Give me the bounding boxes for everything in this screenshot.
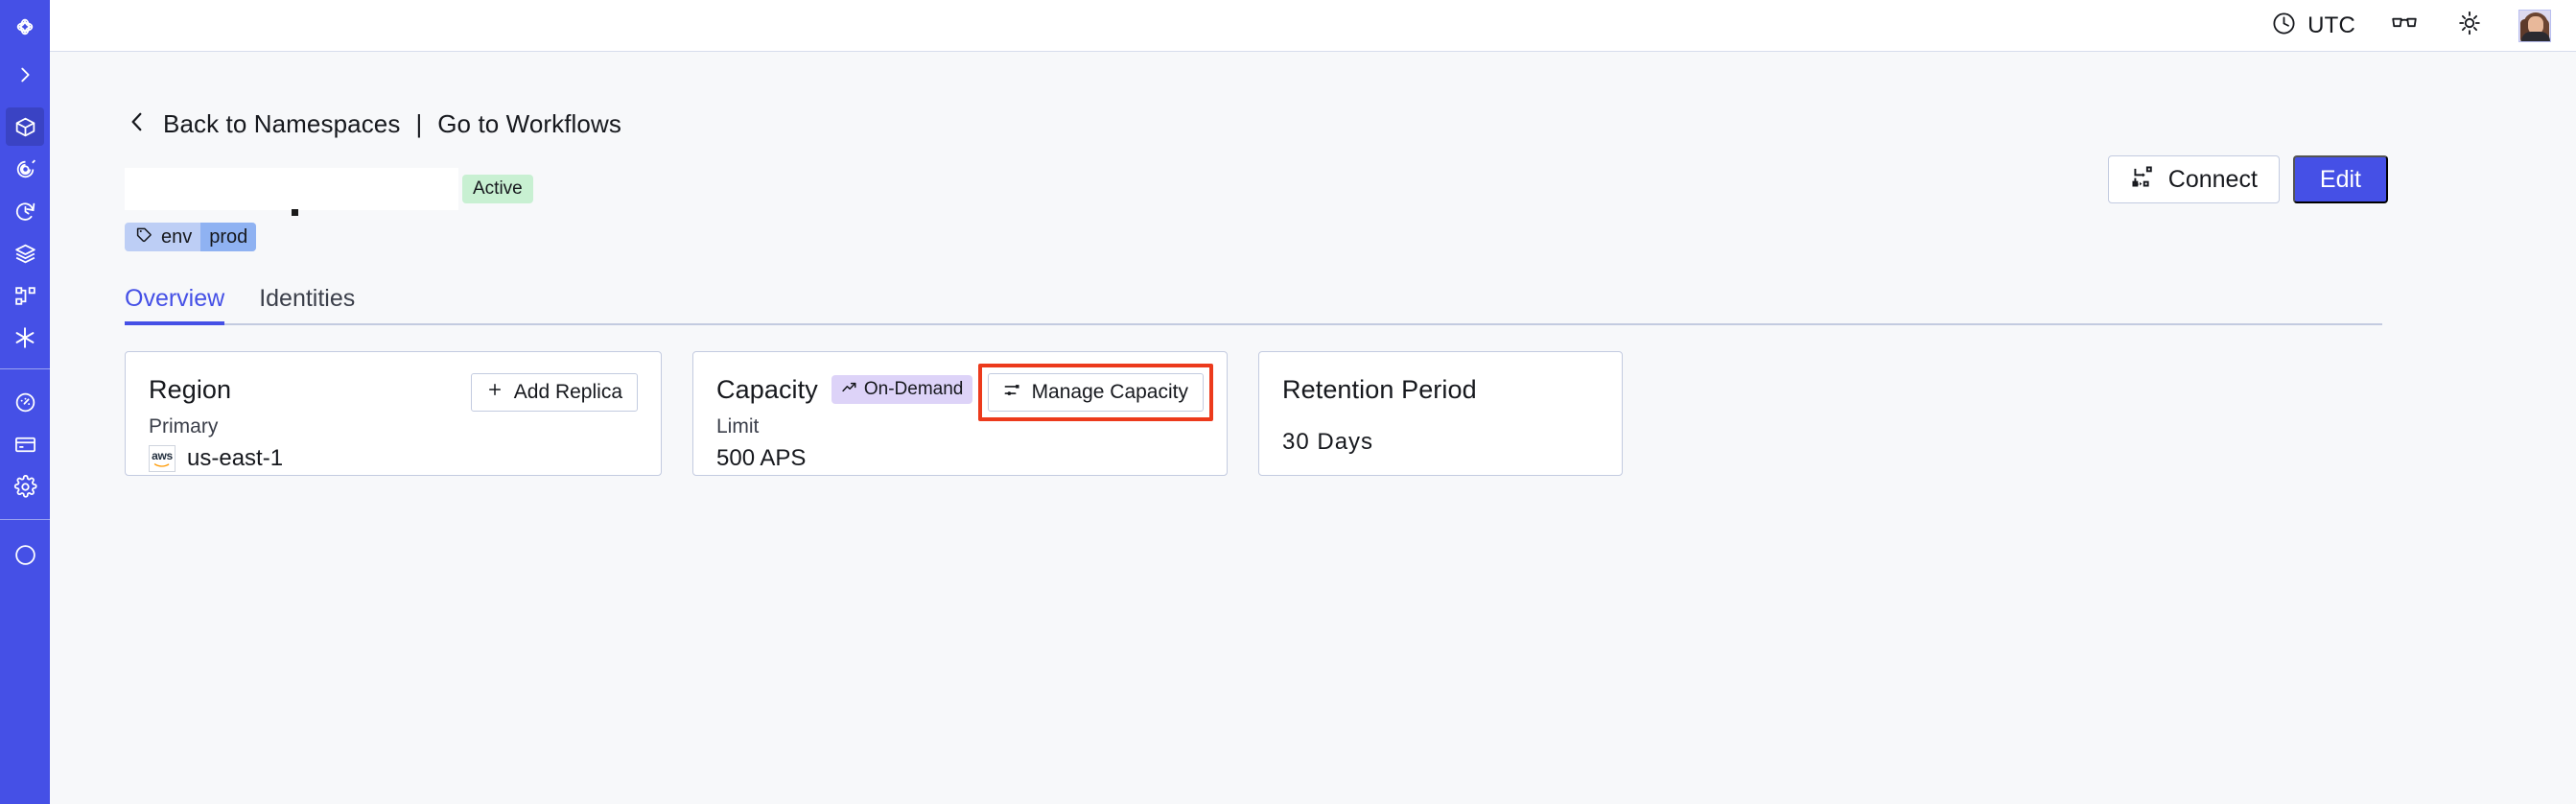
sidebar-item-workflows[interactable] bbox=[6, 276, 44, 315]
sidebar-item-schedules[interactable] bbox=[6, 192, 44, 230]
capacity-card: Capacity On-Demand bbox=[692, 351, 1228, 476]
status-badge: Active bbox=[462, 175, 533, 203]
connect-button[interactable]: Connect bbox=[2107, 155, 2280, 203]
glasses-icon-button[interactable] bbox=[2388, 10, 2421, 42]
tag-chip[interactable]: env prod bbox=[125, 223, 257, 251]
manage-capacity-label: Manage Capacity bbox=[1031, 381, 1188, 403]
tag-value-label: prod bbox=[200, 223, 257, 251]
breadcrumb-workflows-link[interactable]: Go to Workflows bbox=[437, 108, 621, 138]
timezone-label: UTC bbox=[2307, 12, 2355, 38]
retention-value: 30 Days bbox=[1282, 429, 1374, 455]
capacity-mode-badge: On-Demand bbox=[831, 375, 973, 404]
header-actions: Connect Edit bbox=[2107, 155, 2388, 203]
timezone-selector[interactable]: UTC bbox=[2271, 11, 2355, 41]
main-content: Back to Namespaces | Go to Workflows Act… bbox=[50, 52, 2576, 804]
cube-icon bbox=[13, 115, 37, 139]
breadcrumb-back-link[interactable]: Back to Namespaces bbox=[163, 108, 401, 138]
sidebar-item-expand[interactable] bbox=[6, 56, 44, 94]
tag-icon bbox=[135, 225, 153, 249]
sidebar-item-observability[interactable] bbox=[6, 150, 44, 188]
retention-card-title: Retention Period bbox=[1282, 374, 1477, 404]
edit-button[interactable]: Edit bbox=[2292, 155, 2388, 203]
history-clock-icon bbox=[13, 200, 37, 224]
region-value-row: aws us-east-1 bbox=[149, 445, 638, 472]
chevron-left-icon[interactable] bbox=[125, 109, 150, 139]
credit-card-icon bbox=[13, 433, 37, 457]
breadcrumb: Back to Namespaces | Go to Workflows bbox=[125, 107, 2461, 140]
tab-rule bbox=[125, 323, 2382, 325]
gauge-icon bbox=[13, 390, 37, 414]
overview-cards: Region Add Replica Primary aws bbox=[125, 351, 2461, 476]
sidebar-item-namespaces[interactable] bbox=[6, 107, 44, 146]
asterisk-icon bbox=[12, 325, 37, 350]
manage-capacity-button[interactable]: Manage Capacity bbox=[987, 373, 1204, 412]
capacity-sub-label: Limit bbox=[716, 415, 760, 437]
manage-capacity-highlight: Manage Capacity bbox=[977, 364, 1213, 421]
tab-identities[interactable]: Identities bbox=[259, 285, 356, 312]
temporal-logo-icon bbox=[12, 13, 38, 40]
sidebar-divider-1 bbox=[0, 368, 50, 369]
tab-overview[interactable]: Overview bbox=[125, 285, 225, 325]
tag-list: env prod bbox=[125, 223, 2461, 251]
tabs: Overview Identities bbox=[125, 282, 2461, 325]
sidebar-divider-2 bbox=[0, 519, 50, 520]
gear-icon bbox=[13, 474, 37, 499]
glasses-icon bbox=[2390, 9, 2419, 42]
trending-up-icon bbox=[841, 379, 857, 399]
sidebar-item-usage[interactable] bbox=[6, 383, 44, 421]
retention-card: Retention Period 30 Days bbox=[1258, 351, 1623, 476]
capacity-mode-label: On-Demand bbox=[863, 379, 964, 399]
topbar: UTC bbox=[50, 0, 2576, 52]
connect-flow-icon bbox=[2130, 164, 2155, 196]
region-card: Region Add Replica Primary aws bbox=[125, 351, 662, 476]
sidebar-logo[interactable] bbox=[6, 8, 44, 46]
region-card-title: Region bbox=[149, 374, 232, 404]
add-replica-label: Add Replica bbox=[513, 381, 622, 403]
region-value: us-east-1 bbox=[187, 445, 284, 471]
add-replica-button[interactable]: Add Replica bbox=[470, 373, 638, 412]
sidebar bbox=[0, 0, 50, 804]
aws-logo: aws bbox=[149, 445, 176, 472]
breadcrumb-separator: | bbox=[415, 108, 423, 138]
eye-target-icon bbox=[13, 157, 37, 181]
edit-button-label: Edit bbox=[2319, 165, 2361, 193]
region-sub-label: Primary bbox=[149, 415, 219, 437]
plus-icon bbox=[486, 381, 503, 404]
theme-toggle-button[interactable] bbox=[2453, 10, 2486, 42]
sun-icon bbox=[2456, 10, 2483, 41]
layers-icon bbox=[13, 242, 37, 266]
avatar[interactable] bbox=[2518, 9, 2551, 42]
sidebar-item-help[interactable] bbox=[6, 535, 44, 574]
connect-button-label: Connect bbox=[2167, 165, 2258, 193]
namespace-name bbox=[125, 168, 458, 216]
capacity-value: 500 APS bbox=[716, 445, 807, 471]
sidebar-item-nexus[interactable] bbox=[6, 319, 44, 357]
namespace-header: Active Connect Edit bbox=[125, 155, 2461, 216]
sliders-icon bbox=[1003, 381, 1021, 405]
sidebar-item-batch[interactable] bbox=[6, 234, 44, 272]
tag-key-label: env bbox=[161, 225, 193, 248]
clock-icon bbox=[2271, 11, 2297, 41]
sidebar-item-billing[interactable] bbox=[6, 425, 44, 463]
sidebar-item-settings[interactable] bbox=[6, 467, 44, 506]
chevron-right-icon bbox=[14, 64, 35, 85]
help-circle-icon bbox=[13, 543, 37, 567]
workflow-graph-icon bbox=[13, 284, 37, 308]
capacity-card-title: Capacity bbox=[716, 374, 818, 404]
